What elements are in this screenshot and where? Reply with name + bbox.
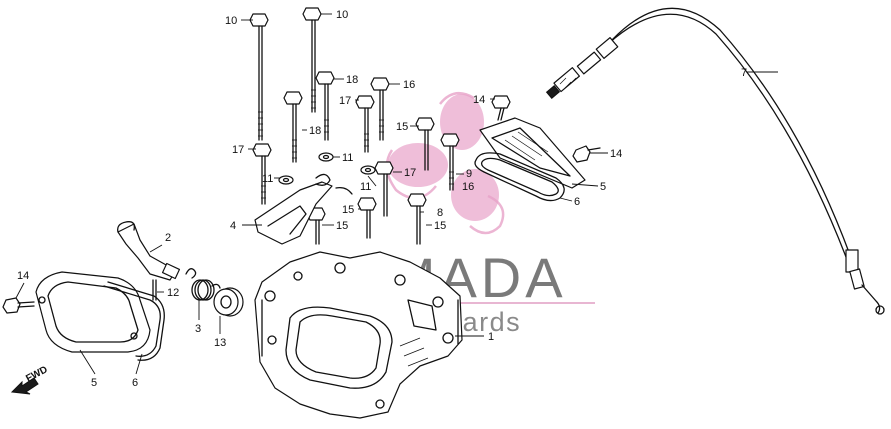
label-10-left: 10 [225,15,237,27]
label-6-right: 6 [574,196,580,208]
label-15-right: 15 [434,220,446,232]
label-17-right: 17 [404,167,416,179]
bolt-17-middle [355,95,375,153]
label-16-top: 16 [403,79,415,91]
label-3: 3 [195,323,201,335]
fwd-direction-marker: FWD [10,364,50,395]
label-11-middle: 11 [342,152,353,164]
label-15-center: 15 [342,204,354,216]
label-4: 4 [230,220,236,232]
label-16-lower: 16 [462,181,474,193]
label-11-right: 11 [360,181,371,193]
pin [152,279,157,301]
bolt-9-16 [440,133,460,191]
bolt-14-right [572,145,601,163]
label-18-top: 18 [346,74,358,86]
label-15-lower: 15 [336,220,348,232]
throttle-cable [545,7,885,315]
label-15-upper: 15 [396,121,408,133]
bearing [213,287,244,317]
label-5-right: 5 [600,181,606,193]
label-18-lower: 18 [309,125,321,137]
washer-left [278,175,294,185]
bolt-18-right [315,71,335,141]
bolt-15-upper [415,117,435,171]
label-17-middle: 17 [339,95,351,107]
label-7: 7 [741,67,747,79]
label-14-top: 14 [473,94,485,106]
label-9: 9 [466,168,472,180]
return-spring [185,268,221,301]
cover-plate-left [35,271,151,353]
label-14-left: 14 [17,270,29,282]
bolt-8 [407,193,427,245]
label-2: 2 [165,232,171,244]
washer-right [360,165,376,175]
part-labels: 10 10 18 18 16 17 17 15 11 11 11 17 9 16… [17,9,747,389]
bolt-14-left [2,297,35,314]
arrow-left-down-icon [10,377,39,395]
leader-lines [15,13,778,375]
main-housing [254,251,463,419]
gasket-left [103,281,165,361]
bolt-long-left [249,13,269,141]
bolt-long-right [302,7,322,113]
label-1: 1 [488,331,494,343]
petal-logo-icon [385,91,505,235]
label-8: 8 [437,207,443,219]
bolt-17-left [252,143,272,205]
label-11-left: 11 [262,173,273,185]
label-10-right: 10 [336,9,348,21]
label-6-left: 6 [132,377,138,389]
washer-middle [318,152,334,162]
bolt-18-left [283,91,303,163]
cover-plate-right [479,117,586,189]
bolt-15-center [357,197,377,239]
label-14-right: 14 [610,148,622,160]
cable-bracket [254,173,353,245]
label-17-left: 17 [232,144,244,156]
label-5-left: 5 [91,377,97,389]
label-12: 12 [167,287,179,299]
bolt-17-right [374,161,394,217]
bolt-16-top [370,77,390,141]
throttle-lever [117,221,181,281]
bolt-14-top [491,95,511,121]
label-13: 13 [214,337,226,349]
